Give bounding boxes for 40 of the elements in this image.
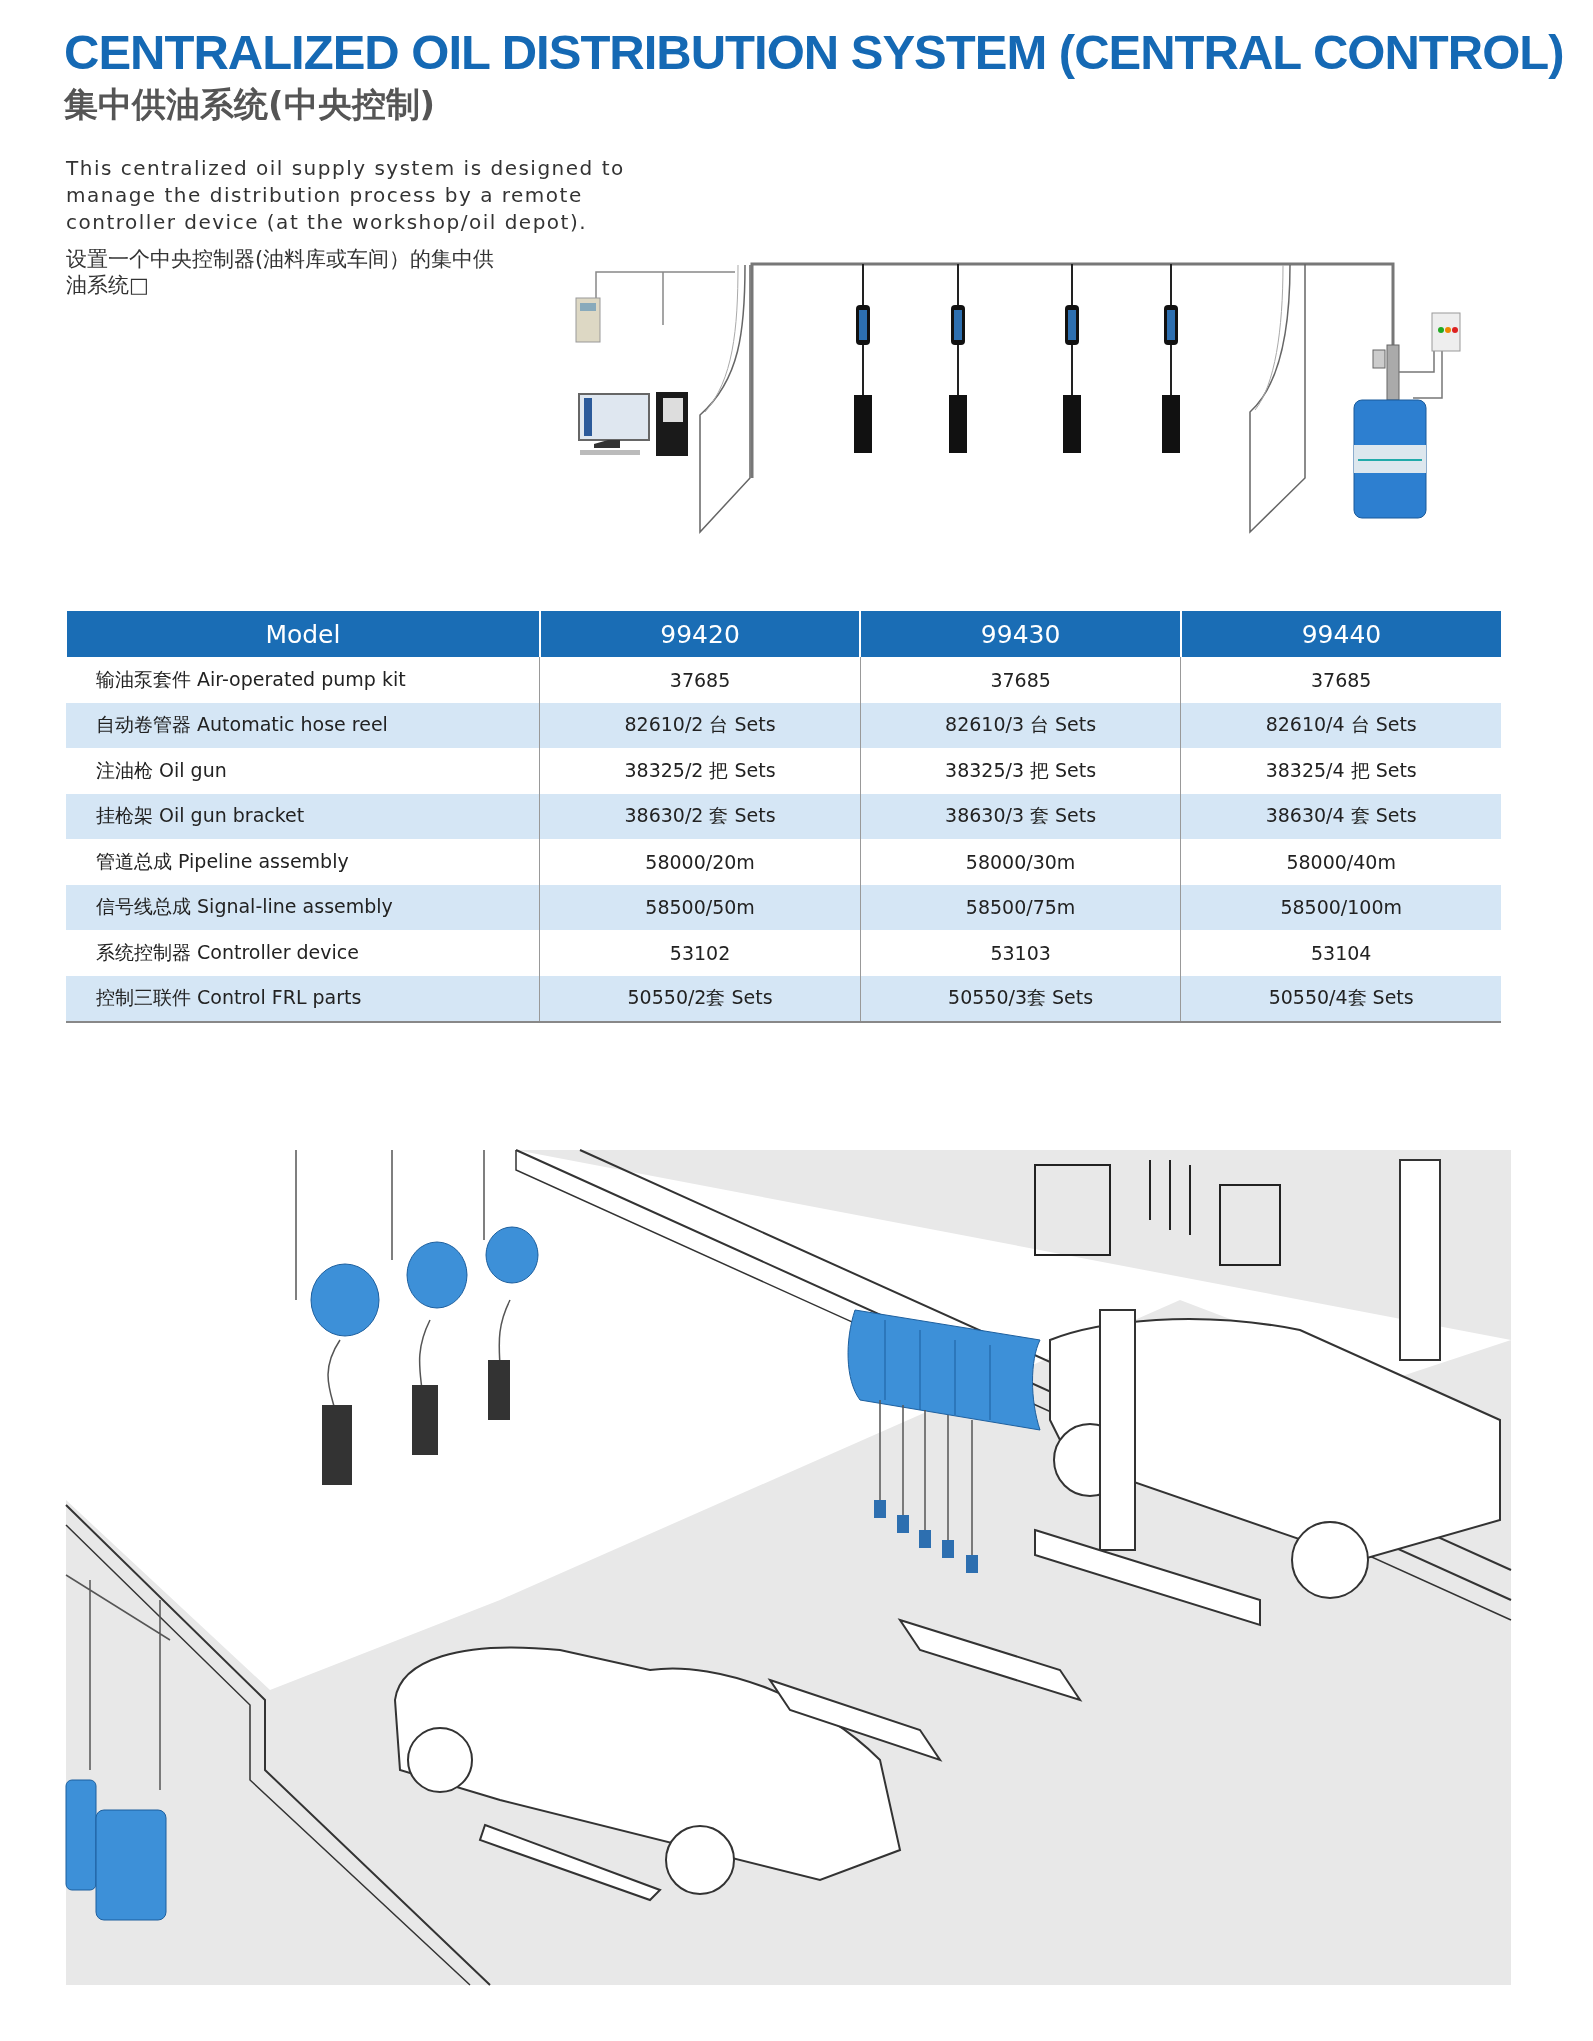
table-cell: 37685 — [1180, 657, 1501, 703]
header-cell: 99430 — [860, 611, 1181, 657]
table-cell: 管道总成 Pipeline assembly — [66, 839, 540, 885]
table-cell: 注油枪 Oil gun — [66, 748, 540, 794]
subtitle: 集中供油系统(中央控制) — [64, 83, 436, 126]
header-cell: 99420 — [539, 611, 861, 657]
table-cell: 50550/3套 Sets — [860, 975, 1181, 1022]
table-cell: 58000/40m — [1180, 839, 1501, 885]
table-cell: 58000/20m — [539, 839, 861, 885]
table-cell: 38630/3 套 Sets — [860, 793, 1181, 839]
table-cell: 37685 — [539, 657, 861, 703]
table-cell: 58500/75m — [860, 884, 1181, 930]
table-cell: 58000/30m — [860, 839, 1181, 885]
table-cell: 38630/4 套 Sets — [1180, 793, 1501, 839]
table-cell: 38325/4 把 Sets — [1180, 748, 1501, 794]
table-cell: 信号线总成 Signal-line assembly — [66, 884, 540, 930]
table-cell: 53102 — [539, 930, 861, 976]
header-cell: 99440 — [1180, 611, 1501, 657]
description: This centralized oil supply system is designed to manage the distribution process by a remote controller device (at the workshop/oil depot). — [66, 155, 626, 236]
table-cell: 输油泵套件 Air-operated pump kit — [66, 657, 540, 703]
table-cell: 控制三联件 Control FRL parts — [66, 975, 540, 1022]
table-cell: 82610/2 台 Sets — [539, 702, 861, 748]
table-cell: 38325/3 把 Sets — [860, 748, 1181, 794]
table-cell: 58500/50m — [539, 884, 861, 930]
table-cell: 38630/2 套 Sets — [539, 793, 861, 839]
table-cell: 系统控制器 Controller device — [66, 930, 540, 976]
table-cell: 挂枪架 Oil gun bracket — [66, 793, 540, 839]
table-cell: 82610/3 台 Sets — [860, 702, 1181, 748]
table-cell: 自动卷管器 Automatic hose reel — [66, 702, 540, 748]
description: 设置一个中央控制器(油料库或车间）的集中供油系统□ — [66, 246, 496, 298]
table-cell: 50550/2套 Sets — [539, 975, 861, 1022]
table-cell: 53103 — [860, 930, 1181, 976]
table-cell: 38325/2 把 Sets — [539, 748, 861, 794]
table-cell: 50550/4套 Sets — [1180, 975, 1501, 1022]
table-cell: 37685 — [860, 657, 1181, 703]
table-cell: 58500/100m — [1180, 884, 1501, 930]
header-cell: Model — [66, 611, 540, 657]
table-cell: 82610/4 台 Sets — [1180, 702, 1501, 748]
table-cell: 53104 — [1180, 930, 1501, 976]
page-title: CENTRALIZED OIL DISTRIBUTION SYSTEM (CENTRAL CONTROL) — [64, 24, 1564, 80]
